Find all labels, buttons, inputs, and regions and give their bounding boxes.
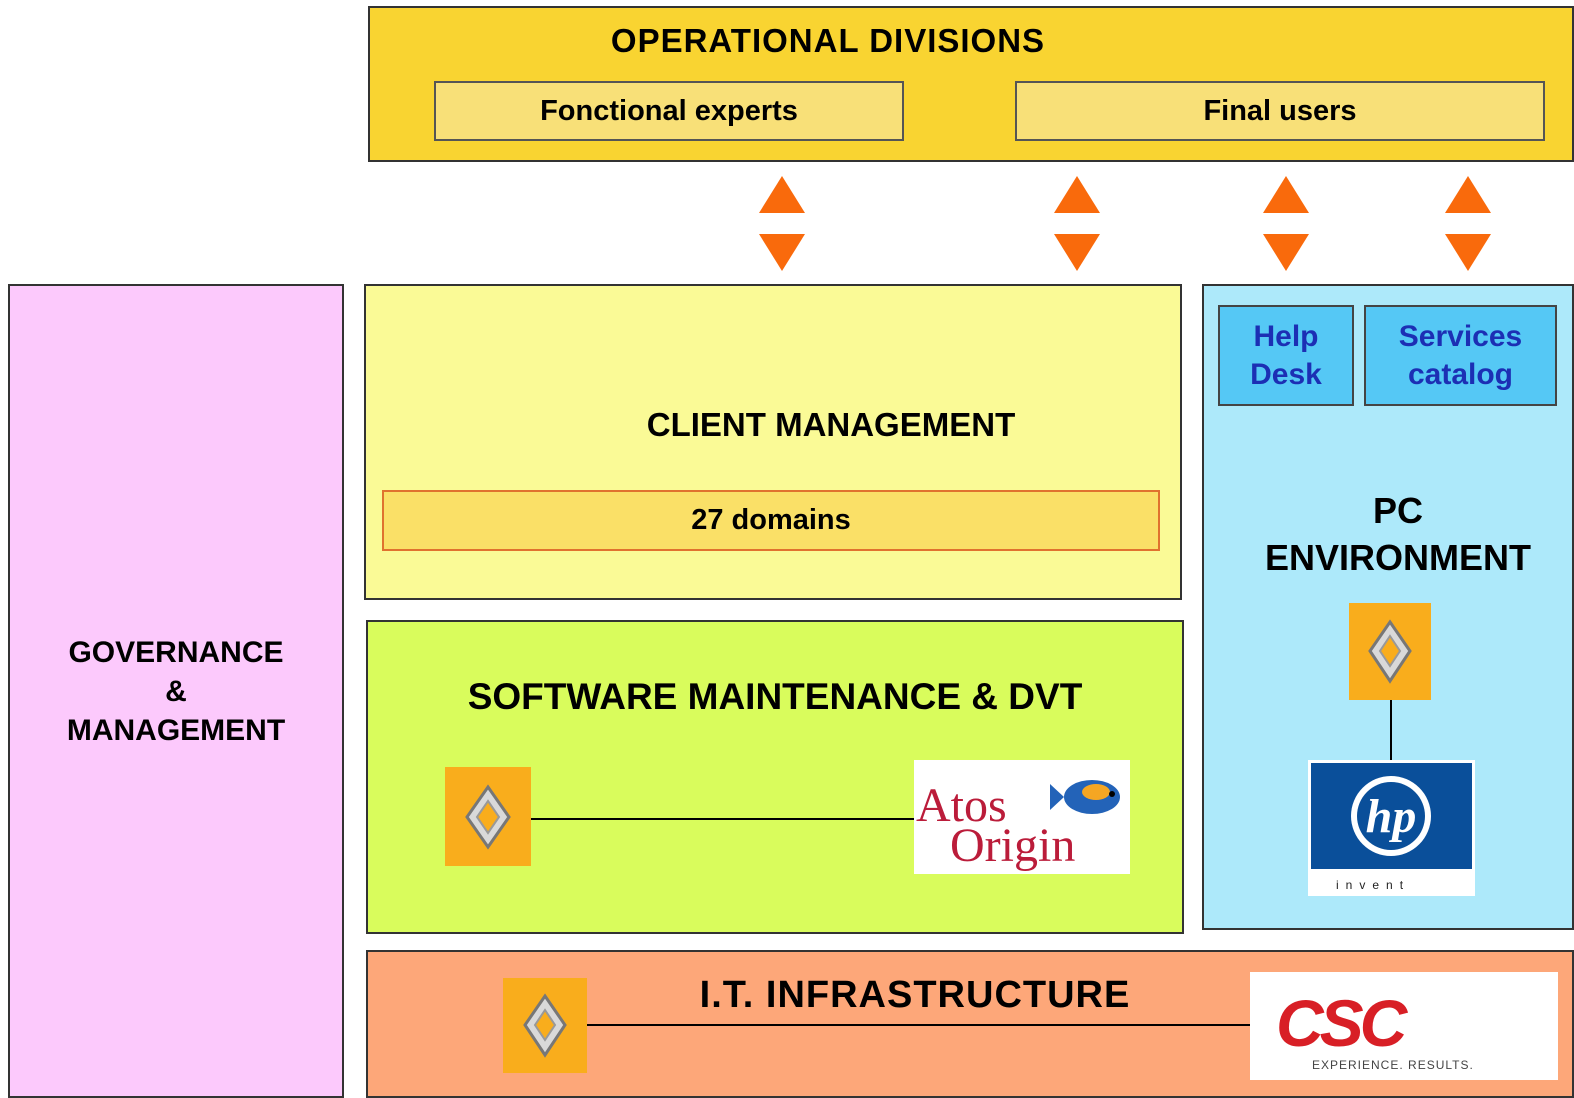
help-desk-line-2: Desk: [1250, 357, 1322, 391]
services-catalog-line-1: Services: [1398, 320, 1523, 353]
arrow-up-3: [1263, 176, 1309, 213]
atos-fish-icon: [1050, 780, 1120, 814]
renault-logo-infra: [503, 978, 587, 1073]
software-connector-line: [528, 818, 916, 820]
operational-divisions-title: OPERATIONAL DIVISIONS: [610, 22, 1046, 59]
atos-logo-text-line2: Origin: [950, 819, 1076, 872]
pc-environment-title: PC ENVIRONMENT: [1202, 488, 1574, 582]
governance-line-3: MANAGEMENT: [66, 713, 286, 747]
services-catalog-line-2: catalog: [1407, 357, 1513, 391]
governance-management-box: GOVERNANCE & MANAGEMENT: [8, 284, 344, 1098]
client-management-title: CLIENT MANAGEMENT: [646, 406, 1016, 443]
arrow-up-4: [1445, 176, 1491, 213]
arrow-up-1: [759, 176, 805, 213]
governance-line-1: GOVERNANCE: [68, 635, 284, 669]
atos-logo-text-line1: Atos: [916, 779, 1007, 832]
pc-connector-line: [1390, 700, 1392, 762]
pc-environment-title-line-1: PC: [1372, 490, 1423, 531]
help-desk-box: Help Desk: [1218, 305, 1354, 406]
help-desk-line-1: Help: [1253, 320, 1319, 353]
exchange-arrows: [759, 176, 1491, 271]
csc-tagline: EXPERIENCE. RESULTS.: [1312, 1058, 1474, 1072]
software-maintenance-title: SOFTWARE MAINTENANCE & DVT: [467, 676, 1083, 717]
pc-environment-title-line-2: ENVIRONMENT: [1264, 536, 1531, 578]
domains-box: 27 domains: [382, 490, 1160, 551]
arrow-down-3: [1263, 234, 1309, 271]
it-infrastructure-title: I.T. INFRASTRUCTURE: [699, 974, 1131, 1016]
csc-logo: [1250, 972, 1558, 1080]
renault-logo-pc: [1349, 603, 1431, 700]
infra-connector-line: [584, 1024, 1252, 1026]
fonctional-experts-box: Fonctional experts: [434, 81, 904, 141]
arrow-down-2: [1054, 234, 1100, 271]
csc-logo-text: CSC: [1276, 986, 1407, 1060]
arrow-down-1: [759, 234, 805, 271]
services-catalog-box: Services catalog: [1364, 305, 1557, 406]
renault-logo-software: [445, 767, 531, 866]
arrow-down-4: [1445, 234, 1491, 271]
final-users-box: Final users: [1015, 81, 1545, 141]
hp-logo-text: hp: [1366, 790, 1417, 843]
hp-logo: hp: [1308, 760, 1475, 896]
atos-origin-logo: [914, 760, 1130, 874]
governance-line-2: &: [165, 674, 187, 708]
arrow-up-2: [1054, 176, 1100, 213]
hp-tagline: invent: [1336, 878, 1411, 892]
